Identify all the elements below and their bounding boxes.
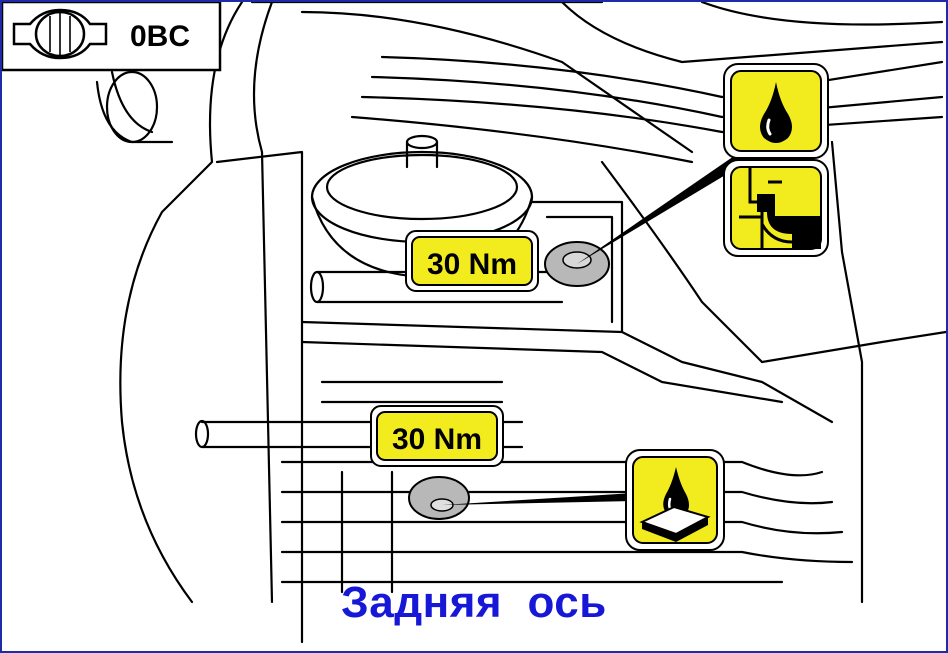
oil-drain-icon [625,449,725,551]
torque-value-upper: 30 Nm [427,248,517,281]
fill-leader-line [577,154,747,264]
fill-level-icon [723,159,829,257]
torque-label-upper: 30 Nm [405,230,539,292]
torque-value-lower: 30 Nm [392,423,482,456]
caption-rear-axle: Задняя ось [341,578,607,627]
header-box: 0BC [2,2,222,72]
gearbox-code: 0BC [130,20,190,53]
drain-plug [408,476,470,520]
oil-drop-icon [723,63,829,159]
drain-leader-line [442,493,634,505]
torque-label-lower: 30 Nm [370,405,504,467]
transmission-gearbox-icon [12,8,108,60]
